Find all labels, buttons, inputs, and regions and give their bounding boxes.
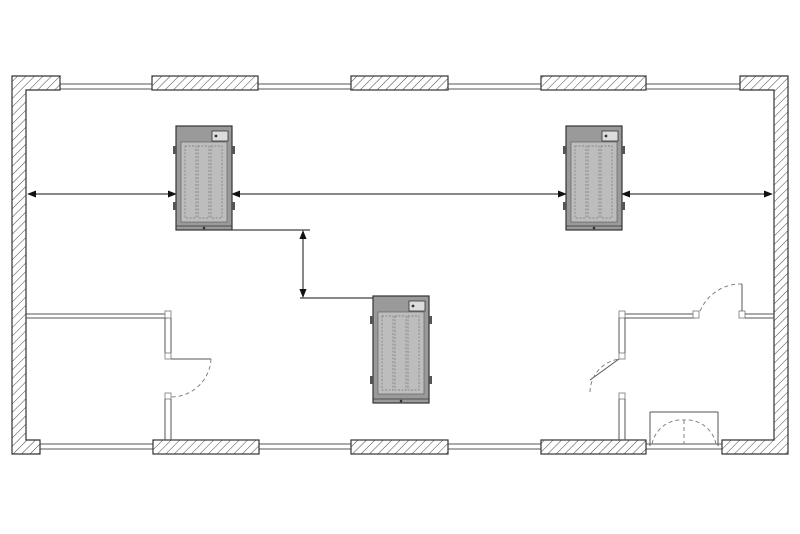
window-group <box>40 83 740 450</box>
cabinet-unit-icon <box>563 125 625 231</box>
hatched-wall-icon <box>540 439 647 455</box>
hatched-wall-icon <box>350 75 449 91</box>
exterior-walls <box>11 75 789 455</box>
window-icon <box>258 83 351 90</box>
right-partition <box>589 283 774 446</box>
double-door-icon <box>649 411 719 446</box>
left-partition <box>26 310 212 440</box>
hatched-wall-icon <box>721 75 789 455</box>
hatched-wall-icon <box>350 439 449 455</box>
window-icon <box>646 83 740 90</box>
hatched-wall-icon <box>151 75 259 91</box>
cabinet-unit-3 <box>370 295 432 404</box>
window-icon <box>448 443 541 450</box>
cabinet-unit-icon <box>370 295 432 404</box>
cabinet-unit-icon <box>173 125 235 231</box>
hatched-wall-icon <box>540 75 647 91</box>
hatched-wall-icon <box>11 75 61 455</box>
window-icon <box>448 83 541 90</box>
cabinet-unit-2 <box>563 125 625 231</box>
window-icon <box>40 443 153 450</box>
window-icon <box>646 443 722 450</box>
dimensions <box>27 190 773 299</box>
door-swing-icon <box>698 283 743 315</box>
door-swing-icon <box>170 358 212 398</box>
window-icon <box>60 83 152 90</box>
window-icon <box>259 443 351 450</box>
hatched-wall-icon <box>152 439 260 455</box>
cabinet-unit-1 <box>173 125 235 231</box>
door-swing-icon <box>589 358 620 393</box>
